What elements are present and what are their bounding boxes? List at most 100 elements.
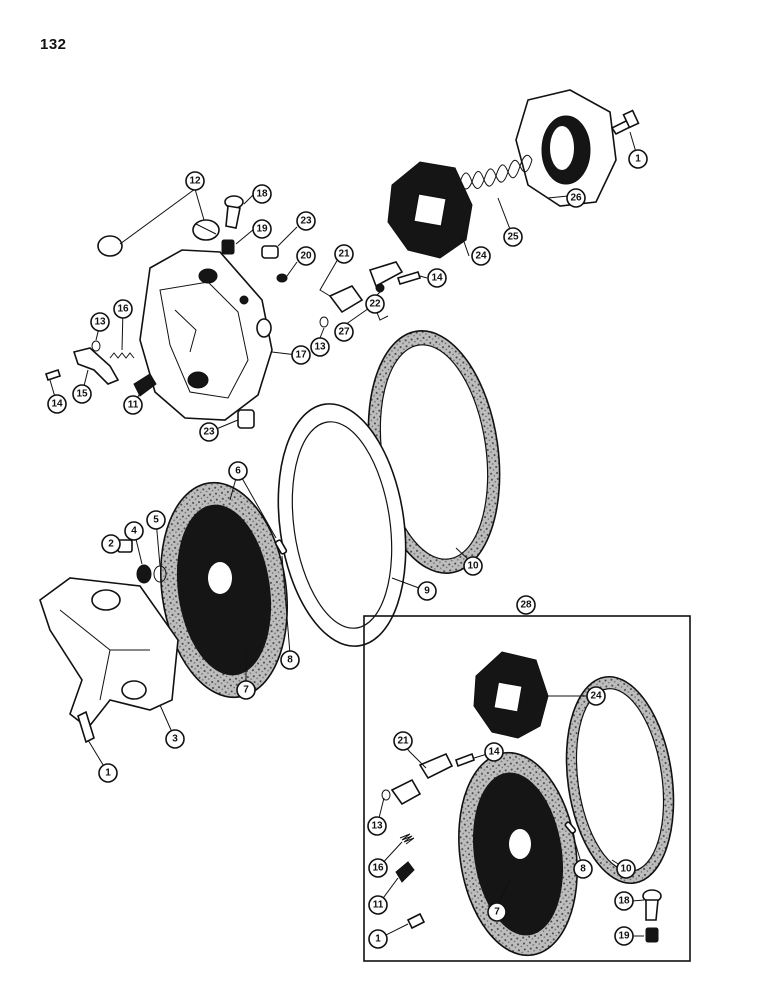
valve-lever-part (72, 347, 120, 385)
cover-part (39, 577, 179, 730)
callout-label: 1 (105, 768, 111, 779)
inset-screw-part (642, 889, 662, 921)
callout-27: 27 (334, 322, 354, 342)
callout-label: 13 (94, 317, 106, 328)
callout-label: 14 (51, 399, 63, 410)
callout-label: 21 (397, 736, 409, 747)
callout-18-inset: 18 (614, 891, 634, 911)
callout-24-inset: 24 (586, 686, 606, 706)
o-ring-part (91, 316, 391, 801)
callout-label: 4 (131, 526, 137, 537)
callout-label: 14 (488, 747, 500, 758)
callout-6: 6 (228, 461, 248, 481)
callout-label: 22 (369, 299, 381, 310)
callout-label: 25 (507, 232, 519, 243)
callout-25: 25 (503, 227, 523, 247)
callout-2: 2 (101, 534, 121, 554)
callout-label: 18 (256, 189, 268, 200)
callout-label: 18 (618, 896, 630, 907)
callout-label: 10 (467, 561, 479, 572)
callout-label: 28 (520, 600, 532, 611)
inset-adjusting-screw-part (395, 861, 415, 883)
callout-label: 8 (287, 655, 293, 666)
inset-small-spring-part (645, 927, 659, 943)
callout-23: 23 (296, 211, 316, 231)
inset-lining-ring-part (565, 675, 675, 885)
callout-label: 19 (256, 224, 268, 235)
callout-11: 11 (123, 395, 143, 415)
callout-label: 12 (189, 176, 201, 187)
pin-part (274, 539, 288, 555)
callout-8-inset: 8 (573, 859, 593, 879)
callout-28: 28 (516, 595, 536, 615)
bolt-part-top (610, 109, 640, 136)
callout-label: 24 (475, 251, 487, 262)
inset-spring-part (399, 833, 415, 845)
plate-ring-part (277, 403, 407, 647)
callout-19: 19 (252, 219, 272, 239)
callout-3: 3 (165, 729, 185, 749)
callout-label: 27 (338, 327, 350, 338)
callout-7-inset: 7 (487, 902, 507, 922)
callout-label: 16 (372, 863, 384, 874)
inset-diaphragm-part (473, 651, 549, 739)
callout-15: 15 (72, 384, 92, 404)
callout-label: 17 (295, 350, 307, 361)
screw-part (224, 195, 244, 229)
callout-13-inset: 13 (367, 816, 387, 836)
callout-label: 1 (375, 934, 381, 945)
callout-label: 3 (172, 734, 178, 745)
page-number: 132 (40, 36, 67, 53)
pipe-plug-part (237, 245, 279, 429)
lever-bolt-part (44, 271, 476, 768)
callout-18: 18 (252, 184, 272, 204)
nut-part (276, 273, 288, 283)
callout-9: 9 (417, 581, 437, 601)
callout-14: 14 (427, 268, 447, 288)
callout-13: 13 (310, 337, 330, 357)
callout-label: 16 (117, 304, 129, 315)
lever-spring-part (109, 352, 135, 359)
callout-label: 24 (590, 691, 602, 702)
callout-labels: 12 18 19 23 20 21 22 14 27 13 13 16 17 1… (47, 149, 648, 949)
callout-10: 10 (463, 556, 483, 576)
callout-12: 12 (185, 171, 205, 191)
callout-label: 1 (635, 154, 641, 165)
callout-8: 8 (280, 650, 300, 670)
small-spring-part (221, 239, 235, 255)
callout-21-inset: 21 (393, 731, 413, 751)
callout-10-inset: 10 (616, 859, 636, 879)
callout-label: 6 (235, 466, 241, 477)
callout-label: 26 (570, 193, 582, 204)
callout-label: 19 (618, 931, 630, 942)
callout-label: 11 (128, 400, 139, 411)
inset-lever-assembly-part (390, 752, 454, 806)
callout-label: 13 (314, 342, 326, 353)
inset-bolt-part (406, 912, 426, 930)
adjusting-screw-part (133, 373, 157, 397)
inset-pin-part (564, 821, 577, 834)
callout-label: 9 (424, 586, 430, 597)
callout-14-left: 14 (47, 394, 67, 414)
callout-label: 8 (580, 864, 586, 875)
callout-label: 10 (620, 864, 632, 875)
callout-11-inset: 11 (368, 895, 388, 915)
callout-label: 13 (371, 821, 383, 832)
callout-label: 7 (494, 907, 500, 918)
inset-friction-disc-part (458, 751, 578, 957)
callout-21: 21 (334, 244, 354, 264)
lever-assembly-part (328, 261, 404, 321)
callout-26: 26 (566, 188, 586, 208)
callout-13-left: 13 (90, 312, 110, 332)
callout-1-inset: 1 (368, 929, 388, 949)
inset-box (363, 615, 691, 962)
washer-part (136, 564, 152, 584)
callout-16: 16 (113, 299, 133, 319)
callout-17: 17 (291, 345, 311, 365)
callout-1-lower: 1 (98, 763, 118, 783)
callout-label: 23 (300, 216, 312, 227)
callout-label: 20 (300, 251, 312, 262)
callout-label: 5 (153, 515, 159, 526)
callout-label: 2 (108, 539, 114, 550)
